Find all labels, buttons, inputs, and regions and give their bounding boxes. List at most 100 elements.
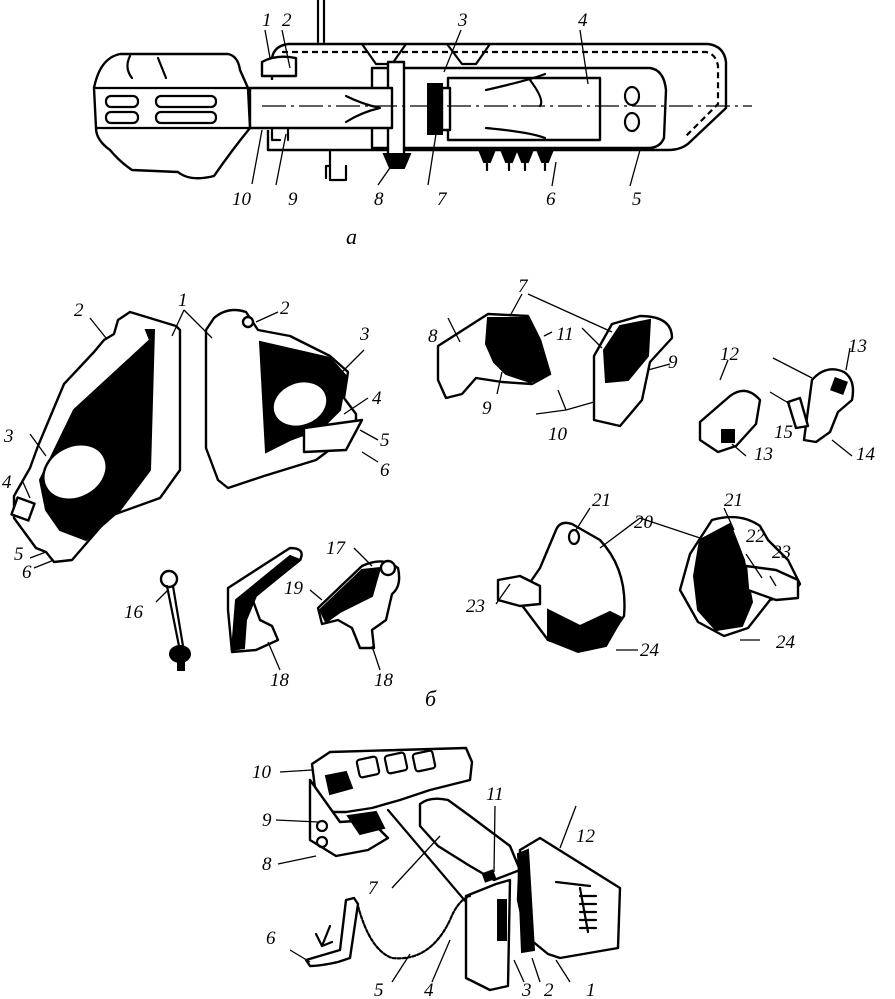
label-b-5a: 5 (14, 544, 24, 565)
lock-lifter (698, 389, 762, 454)
label-b-16: 16 (124, 602, 144, 623)
label-b-4a: 4 (2, 472, 12, 493)
shank-end (344, 94, 382, 124)
lifter-hub (786, 396, 810, 430)
label-b-17: 17 (326, 538, 347, 559)
lock-right-shadow (602, 318, 652, 384)
draft-gear-spring (484, 72, 547, 140)
label-b-5b: 5 (380, 430, 390, 451)
body-right-hole (271, 380, 329, 428)
label-b-24b: 24 (776, 632, 796, 653)
panel-b-exploded-view: 2 1 2 3 3 4 4 5 5 6 6 7 8 9 9 10 11 12 1… (2, 276, 876, 711)
label-b-6b: 6 (380, 460, 390, 481)
label-b-13b: 13 (754, 444, 773, 465)
label-b-3b: 3 (359, 324, 370, 345)
label-c-10: 10 (252, 762, 272, 783)
label-b-11: 11 (556, 324, 574, 345)
coupler-shank (248, 86, 394, 130)
label-b-9b: 9 (668, 352, 678, 373)
panel-c-leaders (275, 769, 577, 983)
uncoupling-handle (304, 896, 360, 968)
label-b-9a: 9 (482, 398, 492, 419)
label-b-22: 22 (746, 526, 766, 547)
label-b-12: 12 (720, 344, 740, 365)
panel-b-leaders-lifter (719, 347, 853, 457)
slot-4 (154, 110, 218, 125)
label-c-3: 3 (521, 980, 532, 999)
retainer (270, 128, 290, 142)
label-b-21a: 21 (592, 490, 611, 511)
body-right-eye (241, 315, 255, 329)
frame-gear (346, 810, 386, 836)
follower (440, 86, 452, 132)
follower-plate (427, 83, 443, 135)
bolts (478, 151, 554, 172)
lock-18b-eye (379, 559, 397, 577)
knuckle-cage (310, 746, 474, 814)
plate-left-axle (496, 574, 542, 608)
housing-notches (360, 42, 492, 66)
label-b-2b: 2 (280, 298, 290, 319)
body-left-lug (10, 496, 36, 522)
label-c-11: 11 (486, 784, 504, 805)
label-c-6: 6 (266, 928, 276, 949)
lifter-right-square (830, 377, 848, 395)
lower-frame (308, 778, 390, 858)
body-right-lug (302, 418, 364, 454)
lower-bracket (324, 148, 348, 182)
label-b-20: 20 (634, 512, 654, 533)
slot-3 (154, 94, 218, 109)
label-c-1: 1 (586, 980, 596, 999)
label-b-18b: 18 (374, 670, 394, 691)
label-b-23a: 23 (466, 596, 485, 617)
cage-window-1 (355, 755, 381, 779)
label-b-7: 7 (518, 276, 529, 297)
bolt-16 (159, 569, 191, 671)
lock-left-shadow (484, 317, 552, 384)
post-slot (481, 869, 497, 883)
cage-nut (324, 770, 354, 796)
label-a-8: 8 (374, 189, 384, 210)
head-edges (94, 86, 252, 130)
post-shade (497, 899, 507, 941)
gear-hole-1 (623, 85, 641, 107)
label-b-24a: 24 (640, 640, 660, 661)
label-b-3a: 3 (3, 426, 14, 447)
label-a-6: 6 (546, 189, 556, 210)
draft-gear (446, 76, 602, 142)
body-left-hole (42, 443, 108, 501)
cage-window-3 (411, 749, 437, 773)
lifter-square (721, 429, 735, 443)
top-bracket (316, 0, 326, 44)
slot-1 (104, 94, 140, 109)
lock-plate-left-shadow (547, 608, 624, 654)
panel-c-assembled-view: 10 9 8 7 6 5 4 3 2 1 11 12 (252, 746, 622, 999)
label-b-6a: 6 (22, 562, 32, 583)
label-a-5: 5 (632, 189, 642, 210)
label-b-2a: 2 (74, 300, 84, 321)
label-a-10: 10 (232, 189, 252, 210)
lock-plate-right-shadow (692, 522, 754, 632)
label-b-19: 19 (284, 578, 304, 599)
frame-bolt-1 (315, 819, 329, 833)
label-c-5: 5 (374, 980, 384, 999)
head-contour (126, 54, 168, 80)
label-c-7: 7 (368, 878, 379, 899)
panel-b-leaders-lock (447, 293, 671, 415)
caption-a: а (346, 224, 357, 249)
arrow-icon (314, 924, 334, 948)
uncoupling-lever (418, 797, 522, 882)
label-b-23b: 23 (772, 542, 791, 563)
label-b-1: 1 (178, 290, 188, 311)
label-b-15: 15 (774, 422, 793, 443)
label-c-4: 4 (424, 980, 434, 999)
lock-lifter-right (802, 368, 855, 444)
label-a-4: 4 (578, 10, 588, 31)
frame-bolt-2 (315, 835, 329, 849)
label-c-8: 8 (262, 854, 272, 875)
label-a-7: 7 (437, 189, 448, 210)
panel-b-leaders-lower (155, 547, 381, 671)
gear-hole-2 (623, 111, 641, 133)
label-b-4b: 4 (372, 388, 382, 409)
